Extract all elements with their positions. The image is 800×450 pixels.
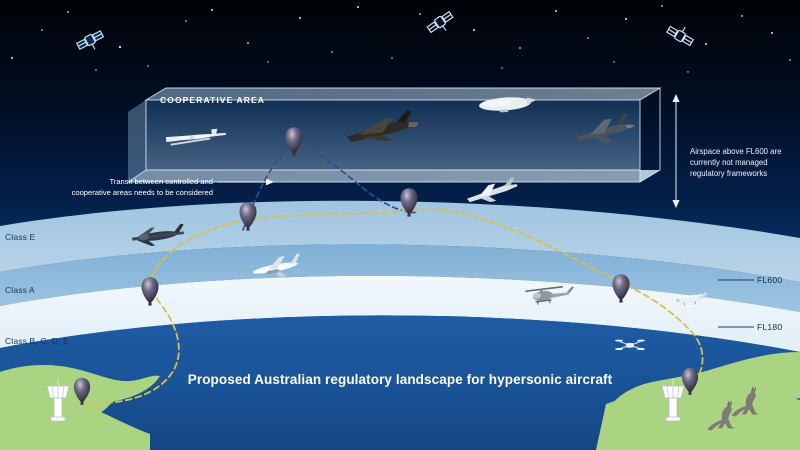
land-right-body bbox=[596, 388, 800, 450]
uav-male bbox=[131, 223, 184, 247]
fl600-altitude-arrow bbox=[672, 94, 680, 208]
hypersonic-jet bbox=[346, 109, 420, 143]
class-label-a: Class A bbox=[5, 285, 35, 295]
band-class-e bbox=[0, 200, 800, 282]
balloon-3 bbox=[285, 127, 303, 156]
cooperative-route bbox=[242, 146, 419, 231]
transit-note: Transit between controlled and cooperati… bbox=[71, 177, 213, 197]
airship bbox=[479, 97, 537, 113]
control-tower-left bbox=[46, 379, 70, 422]
balloon-5 bbox=[612, 274, 630, 303]
flight-level-fl600: FL600 bbox=[757, 275, 783, 285]
ocean bbox=[0, 315, 800, 450]
kangaroo-2 bbox=[731, 386, 759, 417]
helicopter bbox=[525, 285, 575, 305]
balloon-1 bbox=[141, 277, 159, 306]
balloon-2 bbox=[239, 202, 257, 231]
satellite-1 bbox=[75, 30, 105, 51]
class-label-e: Class E bbox=[5, 232, 36, 242]
land-left-extra bbox=[0, 394, 150, 450]
balloon-7 bbox=[681, 367, 699, 395]
balloon-6 bbox=[73, 377, 91, 405]
flight-level-fl180: FL180 bbox=[757, 322, 783, 332]
hypersonic-vehicle bbox=[466, 177, 518, 203]
control-tower-right bbox=[661, 379, 685, 422]
light-aircraft bbox=[674, 292, 708, 306]
hale-glider bbox=[165, 128, 226, 146]
cooperative-area-box bbox=[126, 87, 662, 183]
quadcopter bbox=[615, 339, 645, 350]
band-lower bbox=[0, 275, 800, 352]
kangaroo-1 bbox=[707, 400, 735, 431]
stars bbox=[11, 5, 791, 73]
diagram-title: Proposed Australian regulatory landscape… bbox=[187, 372, 613, 387]
balloon-4 bbox=[400, 188, 418, 217]
controlled-route bbox=[85, 208, 704, 405]
band-class-a bbox=[0, 244, 800, 312]
cooperative-area-label: COOPERATIVE AREA bbox=[160, 95, 265, 105]
satellite-2 bbox=[426, 10, 454, 34]
left-note-arrow bbox=[218, 178, 274, 186]
satellite-3 bbox=[666, 25, 695, 47]
airliner bbox=[253, 253, 300, 278]
fighter-jet bbox=[576, 114, 636, 144]
class-label-bcde: Class B, C, D, E bbox=[5, 336, 69, 346]
fl600-note: Airspace above FL600 are currently not m… bbox=[690, 147, 782, 178]
